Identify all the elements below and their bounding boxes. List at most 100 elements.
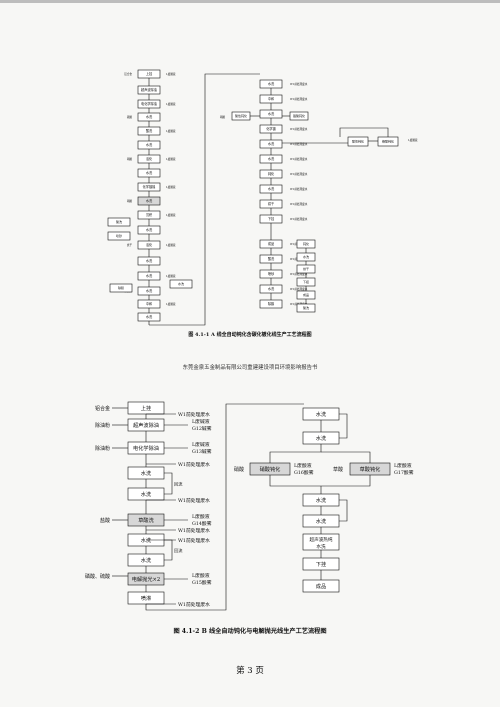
fig1-step-box-label: 活化	[146, 156, 153, 161]
fig1-side-box	[107, 231, 131, 241]
fig2-input-label: 盐酸	[100, 517, 110, 524]
fig1-emission-label: L废酸液	[166, 72, 176, 76]
fig1-input-label: 硫酸	[127, 115, 133, 119]
fig2-emission-g13-l1: L废碱液	[192, 441, 210, 448]
fig1-step-box-label: 水洗	[268, 186, 275, 191]
fig1-bottom-box-label: 下挂	[303, 279, 309, 284]
fig1-emission-label: W1前处理废水	[290, 157, 308, 161]
fig1-emission-label: W1前处理废水	[290, 217, 308, 221]
fig1-loop-line	[149, 73, 260, 326]
fig2-emission-g17-l1: L废酸液	[394, 462, 412, 469]
fig1-emission-label: W1前处理废水	[290, 202, 308, 206]
fig1-input-label: 铝合金	[124, 72, 132, 76]
fig1-step-box-label: 烘干	[268, 201, 275, 206]
scan-edge	[0, 0, 500, 3]
fig1-side-box	[109, 283, 133, 293]
fig1-step-box-label: 中和	[146, 301, 152, 306]
fig1-emission-label: L废酸液	[166, 302, 176, 306]
fig1-emission-label: W1前处理废水	[290, 127, 308, 131]
fig2-emission-g16-l2: G16酸雾	[294, 469, 314, 476]
fig1-emission-label: L废酸液	[166, 129, 176, 133]
fig2-left-step-label: 水洗	[141, 469, 152, 477]
fig2-right-step-label: 水洗	[316, 434, 327, 442]
fig2-left-step-label: 草酸洗	[138, 516, 154, 524]
figure-1-caption: 图 4.1-1 A 线全自动钝化含碳化镀化线生产工艺流程图	[188, 332, 312, 338]
fig1-input-label: 烘干	[127, 243, 133, 247]
page-number: 第 3 页	[236, 666, 264, 676]
fig2-branch-line	[269, 444, 322, 463]
fig1-emission-label: W1前处理废水	[290, 172, 308, 176]
fig1-step-box-label: 水洗	[146, 142, 153, 147]
fig2-left-step-label: 超声波除油	[133, 421, 159, 429]
fig2-right-step-label: 成品	[316, 582, 326, 590]
fig2-left-step-label: 电解抛光×2	[132, 575, 160, 583]
fig2-emission-g12-l1: L废碱液	[192, 418, 210, 425]
fig1-step-box-label: 喷砂	[268, 271, 275, 276]
fig1-step-box-label: 水洗	[146, 227, 153, 232]
fig1-step-box-label: 中和	[268, 96, 274, 101]
fig1-side-box-label: 酸洗	[116, 219, 122, 224]
fig1-input-label: 硝酸	[127, 199, 133, 203]
fig1-step-box-label: 水洗	[146, 170, 153, 175]
fig2-input-label: 除油粉	[95, 422, 110, 429]
fig1-side-box	[169, 279, 193, 289]
fig2-w1-label: W1前处理废水	[178, 601, 210, 608]
fig1-emission-label: L废酸液	[166, 213, 176, 217]
fig1-step-box-label: 水洗	[268, 81, 275, 86]
fig2-input-label: 铝合金	[95, 405, 110, 412]
fig2-w1-label: W1前处理废水	[178, 411, 210, 418]
fig1-side-box	[107, 217, 131, 227]
fig2-w1-label: W1前处理废水	[178, 537, 210, 544]
fig1-emission-label: L废酸液	[166, 185, 176, 189]
fig2-emission-g14-l1: L废酸液	[192, 513, 210, 520]
fig1-branch-box-label: 铬酸钝化	[382, 139, 394, 144]
fig1-branch-box	[347, 136, 369, 147]
fig1-emission-label: L废酸液	[408, 138, 418, 142]
fig2-emission-g13-l2: G13碱雾	[192, 448, 212, 455]
fig1-emission-label: W1前处理废水	[290, 82, 308, 86]
fig1-input-label: 硝酸	[127, 157, 133, 161]
fig2-left-step-label: 喷淋	[141, 594, 152, 602]
fig1-emission-label: W1前处理废水	[290, 272, 308, 276]
fig1-branch-line	[339, 127, 389, 137]
fig1-step-box-label: 下挂	[268, 216, 275, 221]
fig1-step-box-label: 水洗	[146, 314, 153, 319]
fig1-emission-label: W1前处理废水	[290, 97, 308, 101]
fig1-step-box-label: 成品	[268, 241, 274, 246]
fig2-input-label: 磷酸、硫酸	[85, 573, 110, 580]
fig2-branch-step-label: 草酸钝化	[360, 465, 381, 473]
fig2-right-step-label: 水洗	[316, 410, 327, 418]
fig1-step-box-label: 超声波除油	[141, 87, 157, 92]
fig2-input-label: 草酸	[333, 466, 343, 473]
fig2-ultrasonic-label-1: 超声波热纯	[310, 536, 333, 543]
fig2-right-step-label: 水洗	[316, 496, 327, 504]
fig1-step-box-label: 化学镀	[266, 126, 276, 131]
fig1-step-box-label: 酸洗	[268, 256, 275, 261]
fig2-backwash-loop	[164, 472, 173, 495]
fig1-step-box-label: 酸洗	[146, 128, 153, 133]
fig1-bottom-box-label: 酸洗	[303, 305, 309, 310]
fig1-step-box-label: 水洗	[146, 288, 153, 293]
fig2-backwash-loop	[164, 539, 173, 561]
fig1-step-box-label: 沉积	[146, 212, 153, 217]
fig1-side-box-label: 喷砂	[116, 233, 122, 238]
fig1-step-box-label: 水洗	[146, 114, 153, 119]
figure-2-caption: 图 4.1-2 B 线全自动钝化与电解抛光线生产工艺流程图	[173, 628, 327, 635]
report-header: 东莞金泉五金制品有限公司重建建设项目环境影响报告书	[182, 365, 318, 371]
fig1-branch-box-label: 酸性钝化	[235, 113, 247, 118]
fig2-left-step-label: 电化学除油	[133, 444, 159, 452]
fig1-bottom-box-label: 成品	[303, 292, 309, 297]
fig2-input-label: 硝酸	[234, 466, 244, 473]
fig1-bottom-box-label: 烘干	[303, 266, 309, 271]
fig2-connector	[145, 403, 304, 611]
fig2-emission-g15-l1: L废酸液	[192, 572, 210, 579]
fig1-step-box-label: 上挂	[146, 71, 153, 76]
fig2-input-label: 除油粉	[95, 445, 110, 452]
fig2-w1-label: W1前处理废水	[178, 461, 210, 468]
fig2-backwash-loop	[339, 499, 348, 522]
fig2-backwash-label: 回流	[174, 481, 183, 488]
fig1-step-box-label: 水洗	[268, 156, 275, 161]
fig1-bottom-box-label: 钝化	[303, 241, 309, 246]
fig2-backwash-label: 回流	[174, 547, 183, 554]
